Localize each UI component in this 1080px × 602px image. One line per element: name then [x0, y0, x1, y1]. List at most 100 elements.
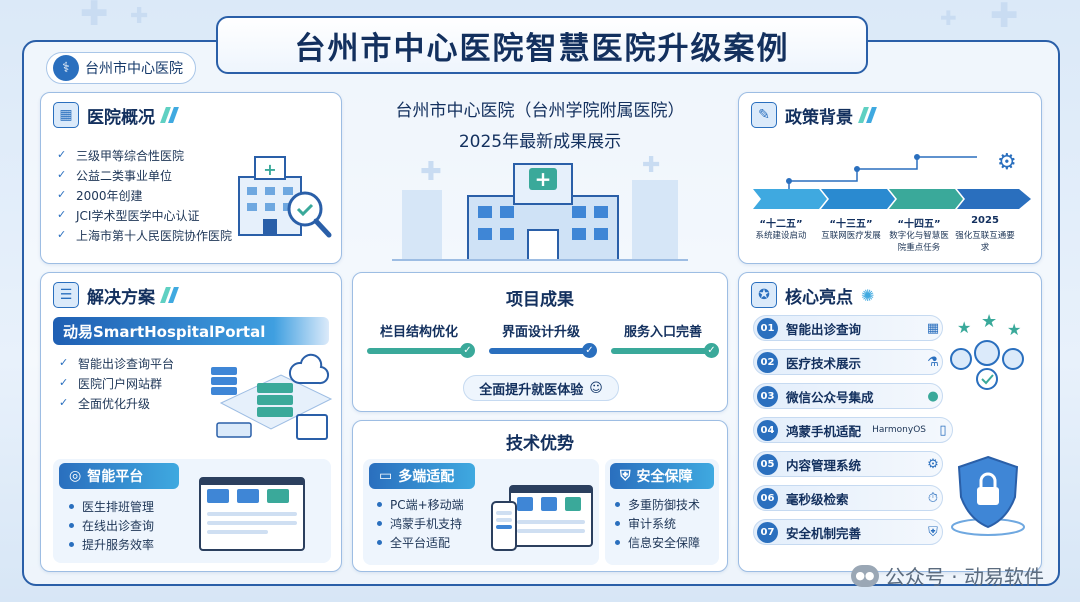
svg-text:★: ★ [1007, 320, 1021, 339]
security-header: ⛨ 安全保障 [610, 463, 714, 489]
list-item: ✓智能出诊查询平台 [59, 356, 175, 371]
list-item: ✓上海市第十人民医院协作医院 [57, 228, 233, 243]
svg-text:⚙: ⚙ [997, 150, 1017, 175]
overview-panel: ▦ 医院概况 ✓三级甲等综合性医院 ✓公益二类事业单位 ✓2000年创建 ✓JC… [40, 92, 342, 264]
policy-header: ✎ 政策背景 [739, 93, 1041, 137]
overview-title: 医院概况 [87, 107, 155, 128]
hero-line-1: 台州市中心医院（台州学院附属医院） [395, 101, 685, 121]
highlight-label: 智能出诊查询 [786, 321, 862, 337]
timeline-label: “十二五” [759, 219, 803, 230]
stars-award-illustration: ★★★ [950, 313, 1024, 390]
bg-cross-icon: ✚ [130, 4, 149, 29]
wechat-logo-icon: ●● [850, 564, 879, 587]
highlight-item: 02 医疗技术展示 ⚗ [753, 349, 943, 375]
results-footer-text: 全面提升就医体验 [479, 382, 584, 398]
timeline-label: “十四五” [897, 219, 941, 230]
multi-device-card: ▭ 多端适配 PC端+移动端 鸿蒙手机支持 全平台适配 [363, 459, 599, 565]
svg-text:+: + [263, 160, 276, 179]
list-item: ✓2000年创建 [57, 188, 143, 203]
stopwatch-icon: ⏱ [927, 490, 939, 506]
platform-header: ◎ 智能平台 [59, 463, 179, 489]
solution-list: ✓智能出诊查询平台 ✓医院门户网站群 ✓全面优化升级 [41, 353, 341, 413]
smart-platform-card: ◎ 智能平台 医生排班管理 在线出诊查询 提升服务效率 [53, 459, 331, 563]
result-item: 栏目结构优化 ✓ [367, 321, 475, 358]
highlight-number: 03 [757, 385, 778, 407]
highlight-label: 微信公众号集成 [786, 389, 874, 405]
microscope-icon: ⚗ [927, 354, 939, 370]
bullet-dot [615, 540, 620, 545]
page-title: 台州市中心医院智慧医院升级案例 [294, 30, 790, 67]
solution-title: 解决方案 [87, 287, 155, 308]
timeline-sub: 互联网医疗发展 [821, 231, 881, 241]
timeline-label: 2025 [971, 215, 999, 226]
result-item: 界面设计升级 ✓ [489, 321, 597, 358]
highlight-label: 医疗技术展示 [786, 355, 862, 371]
award-medal-icon: ✪ [751, 282, 777, 308]
security-shield-illustration [951, 455, 1025, 536]
check-icon: ✓ [57, 188, 67, 201]
doctor-avatar-icon: ☺ [589, 380, 603, 396]
bg-cross-icon: ✚ [990, 0, 1019, 36]
svg-text:★: ★ [957, 318, 971, 337]
solution-header: ☰ 解决方案 [41, 273, 341, 317]
tech-panel: 技术优势 ▭ 多端适配 PC端+移动端 鸿蒙手机支持 全平台适配 ⛨ 安全保障 … [352, 420, 728, 572]
highlights-header: ✪ 核心亮点 ✺ [739, 273, 1041, 317]
wechat-icon: ● [927, 388, 939, 404]
highlight-label: 安全机制完善 [786, 525, 862, 541]
highlights-title: 核心亮点 [785, 287, 853, 308]
highlight-label: 内容管理系统 [786, 457, 862, 473]
security-title: 安全保障 [636, 469, 693, 485]
progress-bar: ✓ [489, 343, 597, 358]
check-icon: ✓ [59, 396, 69, 409]
highlight-item: 03 微信公众号集成 ● [753, 383, 943, 409]
platform-list: 医生排班管理 在线出诊查询 提升服务效率 [53, 497, 331, 554]
result-label: 服务入口完善 [623, 325, 702, 340]
progress-bar: ✓ [367, 343, 475, 358]
check-circle-icon: ✓ [460, 343, 475, 358]
progress-fill-1 [489, 348, 593, 354]
list-item: ✓三级甲等综合性医院 [57, 148, 185, 163]
bullet-dot [615, 521, 620, 526]
highlight-number: 02 [757, 351, 778, 373]
hospital-building-illustration: ✚ ✚ + [392, 153, 688, 261]
bullet-dot [377, 502, 382, 507]
check-circle-icon: ✓ [704, 343, 719, 358]
progress-bar: ✓ [611, 343, 719, 358]
bullet-dot [69, 523, 74, 528]
overview-header: ▦ 医院概况 [41, 93, 341, 137]
list-item: 全平台适配 [377, 533, 599, 552]
stripes-decoration [858, 107, 877, 123]
list-item: 医生排班管理 [69, 497, 331, 516]
list-item: ✓公益二类事业单位 [57, 168, 173, 183]
list-item: 信息安全保障 [615, 533, 719, 552]
hospital-badge: ⚕ 台州市中心医院 [46, 52, 196, 84]
list-item: 审计系统 [615, 514, 719, 533]
highlights-panel: ✪ 核心亮点 ✺ 01 智能出诊查询 ▦ 02 医疗技术展示 ⚗ 03 微信公众… [738, 272, 1042, 572]
bullet-dot [615, 502, 620, 507]
highlight-item: 06 毫秒级检索 ⏱ [753, 485, 943, 511]
list-item: ✓全面优化升级 [59, 396, 151, 411]
calendar-icon: ▦ [926, 320, 940, 336]
overview-list: ✓三级甲等综合性医院 ✓公益二类事业单位 ✓2000年创建 ✓JCI学术型医学中… [41, 145, 341, 245]
bg-cross-icon: ✚ [80, 0, 109, 34]
highlight-number: 04 [757, 419, 778, 441]
harmonyos-label: HarmonyOS [872, 425, 926, 435]
svg-text:+: + [535, 167, 552, 191]
progress-fill-0 [367, 348, 471, 354]
check-icon: ✓ [57, 148, 67, 161]
tech-title: 技术优势 [506, 434, 574, 454]
check-icon: ✓ [59, 376, 69, 389]
phone-icon: ▯ [939, 422, 947, 438]
policy-timeline-arrow: ⚙ [753, 150, 1031, 209]
hospital-name: 台州市中心医院 [85, 61, 183, 77]
product-name: 动易SmartHospitalPortal [63, 322, 266, 341]
lightbulb-icon: ✺ [861, 285, 875, 305]
check-circle-icon: ✓ [582, 343, 597, 358]
highlight-label: 毫秒级检索 [786, 491, 849, 507]
security-list: 多重防御技术 审计系统 信息安全保障 [605, 495, 719, 552]
timeline-sub: 系统建设启动 [755, 231, 807, 241]
list-item: ✓医院门户网站群 [59, 376, 163, 391]
title-banner: 台州市中心医院智慧医院升级案例 [216, 16, 868, 74]
watermark: ●● 公众号 · 动易软件 [850, 561, 1044, 590]
bullet-dot [377, 540, 382, 545]
